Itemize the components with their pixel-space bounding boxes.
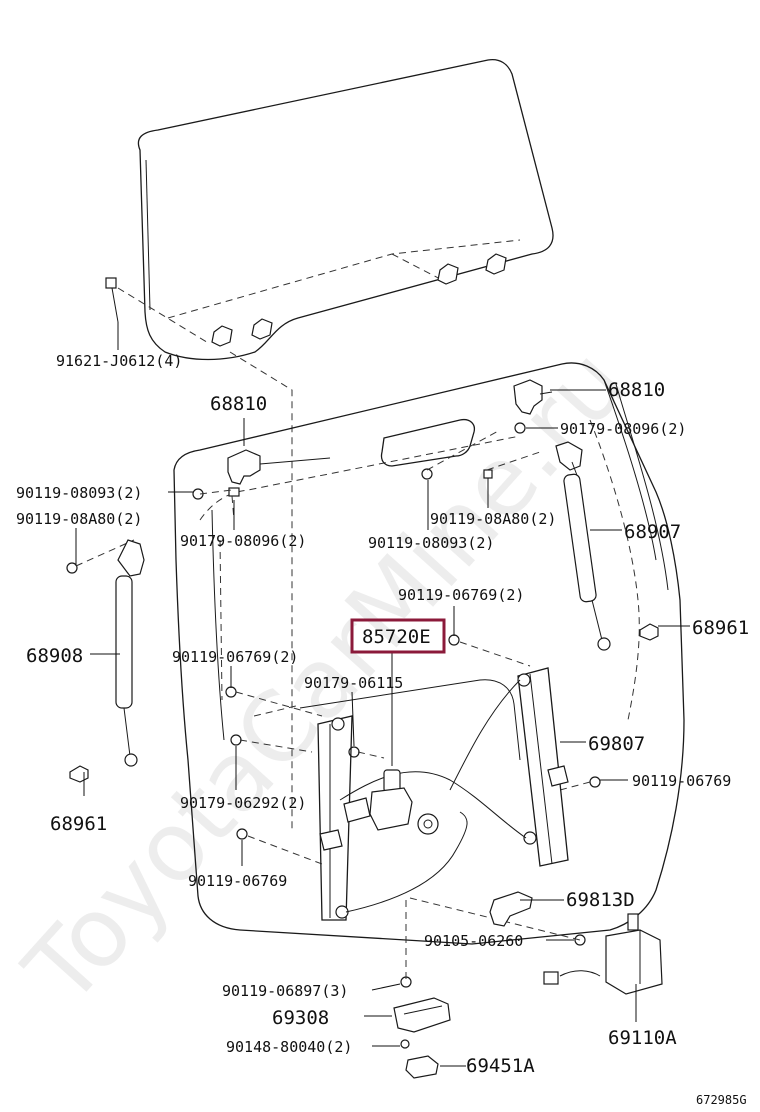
leader-lines <box>75 322 690 1067</box>
door-lock-actuator <box>543 913 663 995</box>
label-90119-06769-bottom: 90119-06769 <box>188 872 287 890</box>
label-90179-08096-left: 90179-08096(2) <box>180 532 306 550</box>
label-90119-08A80-left: 90119-08A80(2) <box>16 510 142 528</box>
label-69813D: 69813D <box>566 889 635 911</box>
label-90119-06897: 90119-06897(3) <box>222 982 348 1000</box>
label-90148-80040: 90148-80040(2) <box>226 1038 352 1056</box>
label-69451A: 69451A <box>466 1055 535 1077</box>
label-90119-06769-left: 90119-06769(2) <box>172 648 298 666</box>
highlight-box <box>350 618 446 654</box>
window-regulator <box>317 667 569 921</box>
label-85720E: 85720E <box>362 626 431 648</box>
back-door-glass <box>137 58 554 361</box>
label-90119-08093-left: 90119-08093(2) <box>16 484 142 502</box>
label-68810-right: 68810 <box>608 379 665 401</box>
label-90105-06260: 90105-06260 <box>424 932 523 950</box>
label-90179-08096-right: 90179-08096(2) <box>560 420 686 438</box>
part-labels: 91621-J0612(4) 68810 68810 90179-08096(2… <box>16 352 749 1077</box>
label-68907: 68907 <box>624 521 681 543</box>
hinge-right <box>513 379 553 415</box>
label-90179-06115: 90179-06115 <box>304 674 403 692</box>
ball-stud-right <box>639 623 659 641</box>
label-68908: 68908 <box>26 645 83 667</box>
label-90119-08A80-right: 90119-08A80(2) <box>430 510 556 528</box>
handle-bezel <box>405 1055 439 1079</box>
label-90119-06769-right: 90119-06769 <box>632 772 731 790</box>
label-90119-06769-top: 90119-06769(2) <box>398 586 524 604</box>
figure-id: 672985G <box>696 1093 747 1107</box>
label-68810-left: 68810 <box>210 393 267 415</box>
label-90119-08093-right: 90119-08093(2) <box>368 534 494 552</box>
gas-strut-left <box>115 539 145 767</box>
label-69807: 69807 <box>588 733 645 755</box>
label-68961-left: 68961 <box>50 813 107 835</box>
gas-strut-right <box>555 441 611 651</box>
cable-bracket <box>489 891 533 927</box>
glass-screw <box>105 277 211 345</box>
label-91621-J0612: 91621-J0612(4) <box>56 352 182 370</box>
label-68961-right: 68961 <box>692 617 749 639</box>
label-69110A: 69110A <box>608 1027 677 1049</box>
hinge-left <box>227 428 331 485</box>
back-door-panel <box>173 362 685 945</box>
label-69308: 69308 <box>272 1007 329 1029</box>
regulator-motor <box>369 769 439 835</box>
ball-stud-left <box>69 765 89 783</box>
inside-handle <box>393 997 451 1033</box>
label-90179-06292: 90179-06292(2) <box>180 794 306 812</box>
